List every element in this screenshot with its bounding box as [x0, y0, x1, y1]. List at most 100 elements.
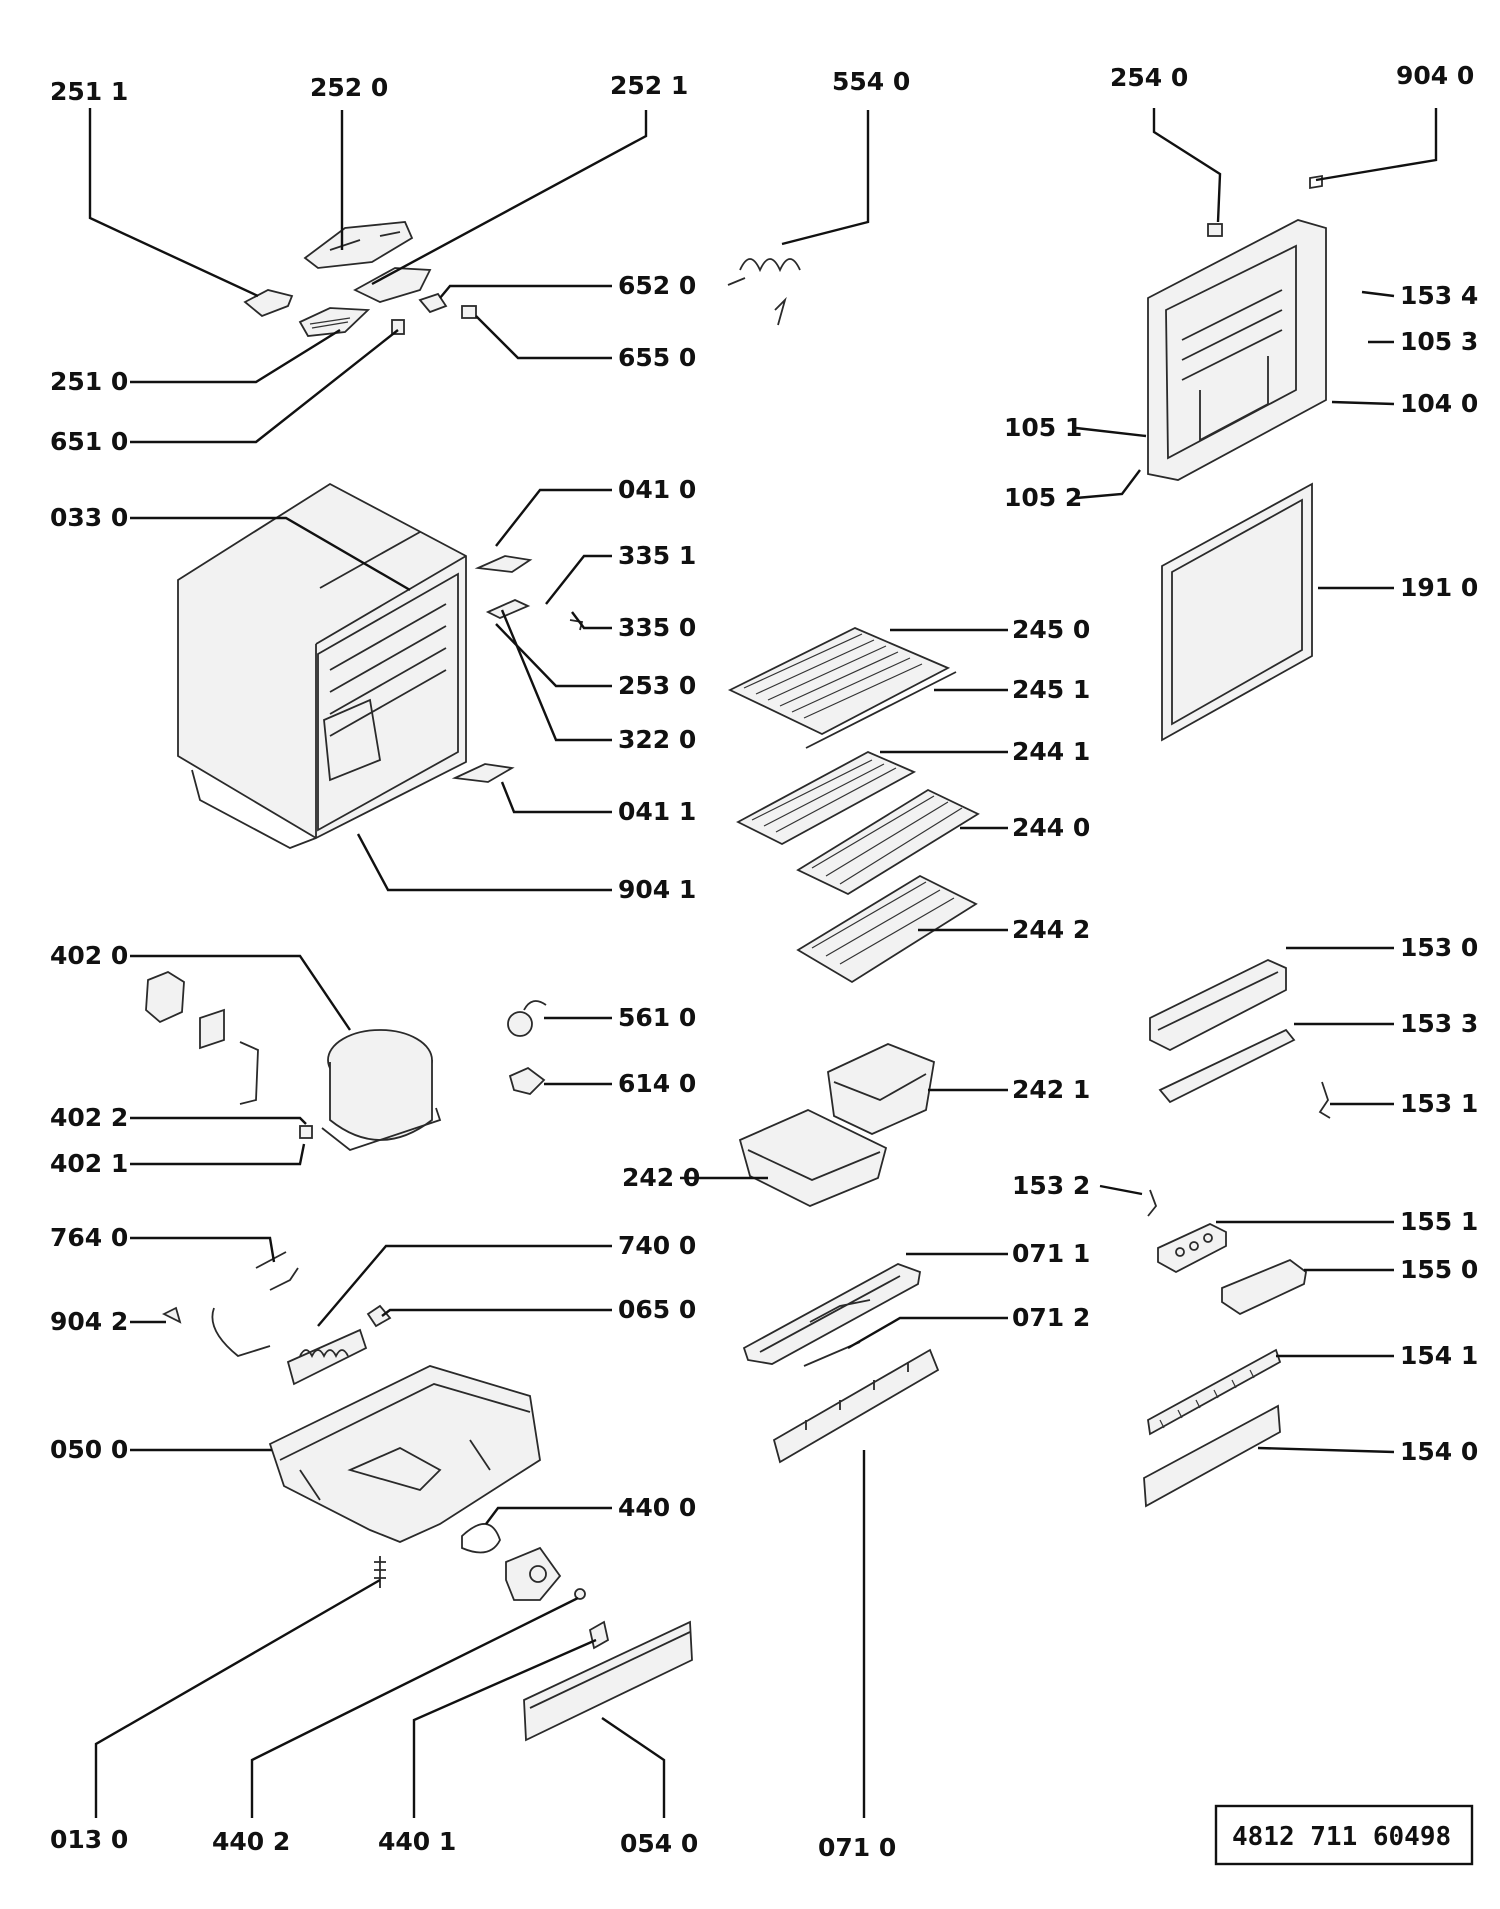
label-251-1: 251 1: [50, 77, 128, 106]
frame-0710-sketch: [742, 1263, 940, 1464]
label-105-2: 105 2: [1004, 483, 1082, 512]
label-322-0: 322 0: [618, 725, 696, 754]
clip-1532-sketch: [1147, 1189, 1158, 1217]
label-440-1: 440 1: [378, 1827, 456, 1856]
document-number-box: 4812 711 60498: [1214, 1804, 1474, 1866]
rack-1530-sketch: [1149, 959, 1287, 1052]
compressor-4020-sketch: [145, 970, 442, 1152]
hinge-bracket-2520-sketch: [303, 221, 414, 269]
clip-1531-sketch: [1318, 1081, 1331, 1119]
label-904-1: 904 1: [618, 875, 696, 904]
label-105-3: 105 3: [1400, 327, 1478, 356]
bracket-4401-sketch: [588, 1620, 610, 1650]
label-071-2: 071 2: [1012, 1303, 1090, 1332]
label-904-0: 904 0: [1396, 61, 1474, 90]
label-033-0: 033 0: [50, 503, 128, 532]
label-245-0: 245 0: [1012, 615, 1090, 644]
shelf-2450-sketch: [727, 627, 957, 749]
label-440-0: 440 0: [618, 1493, 696, 1522]
bar-1541-sketch: [1147, 1348, 1282, 1436]
screw-0130-sketch: [374, 1556, 386, 1588]
clip-4402-sketch: [574, 1588, 586, 1600]
label-335-1: 335 1: [618, 541, 696, 570]
spring-5540-sketch: [727, 258, 801, 326]
pin-6510-sketch: [391, 319, 405, 335]
label-561-0: 561 0: [618, 1003, 696, 1032]
rail-1533-sketch: [1158, 1028, 1296, 1104]
condenser-7400-sketch: [211, 1307, 368, 1386]
cap-6550-sketch: [461, 305, 477, 319]
gasket-1910-sketch: [1161, 482, 1313, 742]
label-155-1: 155 1: [1400, 1207, 1478, 1236]
butter-box-1550-sketch: [1221, 1258, 1307, 1316]
label-740-0: 740 0: [618, 1231, 696, 1260]
part-sketches: [145, 174, 1331, 1742]
label-191-0: 191 0: [1400, 573, 1478, 602]
label-242-1: 242 1: [1012, 1075, 1090, 1104]
label-252-0: 252 0: [310, 73, 388, 102]
bushing-6520-sketch: [418, 292, 448, 314]
label-244-2: 244 2: [1012, 915, 1090, 944]
label-554-0: 554 0: [832, 67, 910, 96]
clip-9042-sketch: [161, 1306, 182, 1324]
egg-tray-1551-sketch: [1157, 1223, 1227, 1274]
label-041-1: 041 1: [618, 797, 696, 826]
clip-0650-sketch: [366, 1304, 392, 1328]
label-153-2: 153 2: [1012, 1171, 1090, 1200]
label-153-4: 153 4: [1400, 281, 1478, 310]
label-254-0: 254 0: [1110, 63, 1188, 92]
label-154-0: 154 0: [1400, 1437, 1478, 1466]
cover-2521-sketch: [353, 267, 432, 303]
label-153-3: 153 3: [1400, 1009, 1478, 1038]
label-335-0: 335 0: [618, 613, 696, 642]
fan-4400-sketch: [461, 1523, 562, 1601]
thermostat-5610-sketch: [507, 1000, 547, 1037]
drawer-2420-sketch: [738, 1109, 888, 1207]
label-104-0: 104 0: [1400, 389, 1478, 418]
plate-2510-sketch: [298, 307, 371, 337]
cabinet-0330-sketch: [177, 482, 467, 849]
base-tray-0500-sketch: [268, 1365, 541, 1543]
label-244-0: 244 0: [1012, 813, 1090, 842]
label-242-0: 242 0: [622, 1163, 700, 1192]
label-153-1: 153 1: [1400, 1089, 1478, 1118]
label-252-1: 252 1: [610, 71, 688, 100]
label-244-1: 244 1: [1012, 737, 1090, 766]
label-071-0: 071 0: [818, 1833, 896, 1862]
label-154-1: 154 1: [1400, 1341, 1478, 1370]
label-402-1: 402 1: [50, 1149, 128, 1178]
label-153-0: 153 0: [1400, 933, 1478, 962]
document-number: 4812 711 60498: [1232, 1822, 1451, 1852]
label-402-0: 402 0: [50, 941, 128, 970]
label-155-0: 155 0: [1400, 1255, 1478, 1284]
hinge-parts-0410-sketch: [451, 555, 584, 783]
label-013-0: 013 0: [50, 1825, 128, 1854]
label-245-1: 245 1: [1012, 675, 1090, 704]
shelf-2442-sketch: [796, 874, 978, 984]
label-652-0: 652 0: [618, 271, 696, 300]
label-065-0: 065 0: [618, 1295, 696, 1324]
pipe-7640-sketch: [255, 1251, 299, 1291]
part-labels: 251 1 252 0 252 1 554 0 254 0 904 0 652 …: [50, 61, 1478, 1862]
label-655-0: 655 0: [618, 343, 696, 372]
label-050-0: 050 0: [50, 1435, 128, 1464]
rack-1540-sketch: [1143, 1404, 1281, 1508]
drawer-2421-sketch: [827, 1043, 936, 1135]
label-041-0: 041 0: [618, 475, 696, 504]
label-440-2: 440 2: [212, 1827, 290, 1856]
label-614-0: 614 0: [618, 1069, 696, 1098]
label-402-2: 402 2: [50, 1103, 128, 1132]
label-071-1: 071 1: [1012, 1239, 1090, 1268]
label-054-0: 054 0: [620, 1829, 698, 1858]
shelf-2440-sketch: [736, 751, 980, 896]
door-1040-sketch: [1147, 174, 1327, 481]
label-651-0: 651 0: [50, 427, 128, 456]
label-904-2: 904 2: [50, 1307, 128, 1336]
label-253-0: 253 0: [618, 671, 696, 700]
label-105-1: 105 1: [1004, 413, 1082, 442]
label-764-0: 764 0: [50, 1223, 128, 1252]
label-251-0: 251 0: [50, 367, 128, 396]
leader-lines: [88, 108, 1438, 1818]
switch-6140-sketch: [508, 1066, 546, 1095]
